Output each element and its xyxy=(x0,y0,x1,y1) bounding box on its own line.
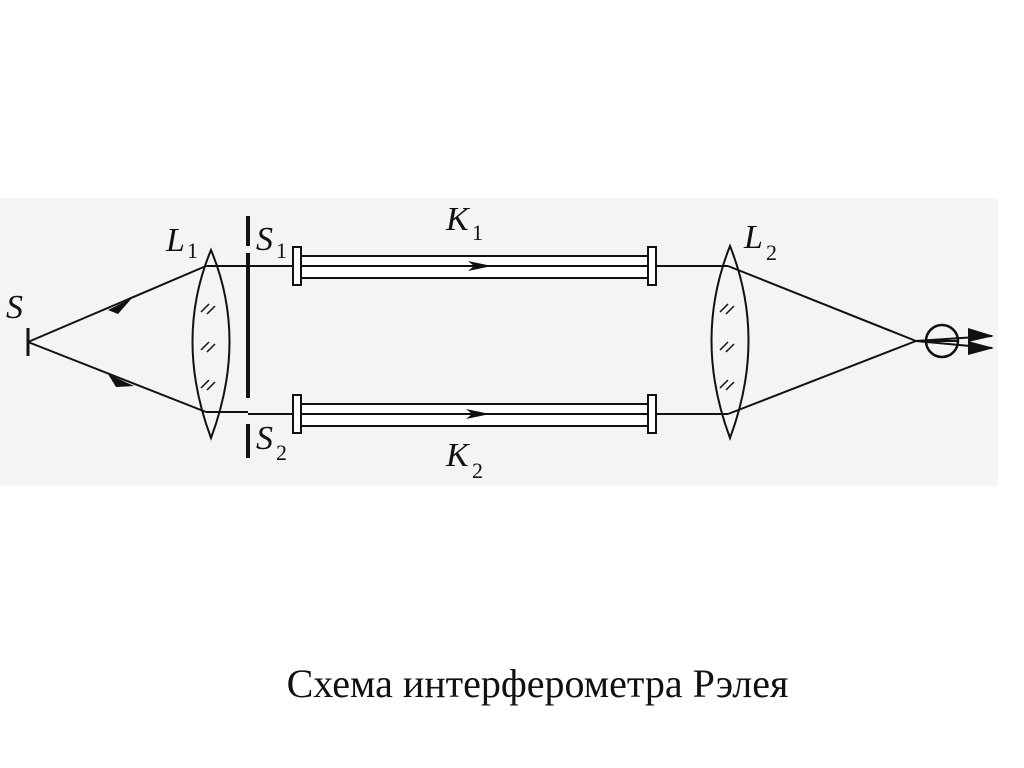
figure-caption: Схема интерферометра Рэлея xyxy=(286,661,789,706)
ray-upper-arrow xyxy=(108,298,132,314)
tube-k1 xyxy=(292,246,657,286)
lens1-label: L xyxy=(165,222,185,259)
slit1-label: S xyxy=(256,221,273,258)
ray-upper-out xyxy=(727,265,917,342)
slit2-label: S xyxy=(256,420,273,457)
lens-2 xyxy=(710,243,750,441)
lens-2-hatching xyxy=(719,303,735,391)
slit2-subscript: 2 xyxy=(276,440,287,465)
lens2-label: L xyxy=(743,219,763,256)
lens-1 xyxy=(191,247,231,441)
tube2-label: K xyxy=(445,437,471,474)
tube1-subscript: 1 xyxy=(472,220,483,245)
source-label: S xyxy=(6,289,23,326)
arrow-out-1 xyxy=(968,328,994,342)
tube1-label: K xyxy=(445,201,471,238)
lens-1-hatching xyxy=(200,303,216,391)
ray-lower-in xyxy=(27,341,207,413)
diagram-panel xyxy=(0,198,998,486)
lens2-subscript: 2 xyxy=(766,240,777,265)
ray-lower-arrow xyxy=(108,374,134,387)
tube2-subscript: 2 xyxy=(472,458,483,483)
tube-k2 xyxy=(292,394,657,434)
lens1-subscript: 1 xyxy=(187,238,198,263)
eye-icon xyxy=(924,323,960,359)
arrow-out-2 xyxy=(968,341,994,355)
slit1-subscript: 1 xyxy=(276,238,287,263)
ray-upper-in xyxy=(27,265,207,343)
ray-lower-out xyxy=(727,340,917,415)
